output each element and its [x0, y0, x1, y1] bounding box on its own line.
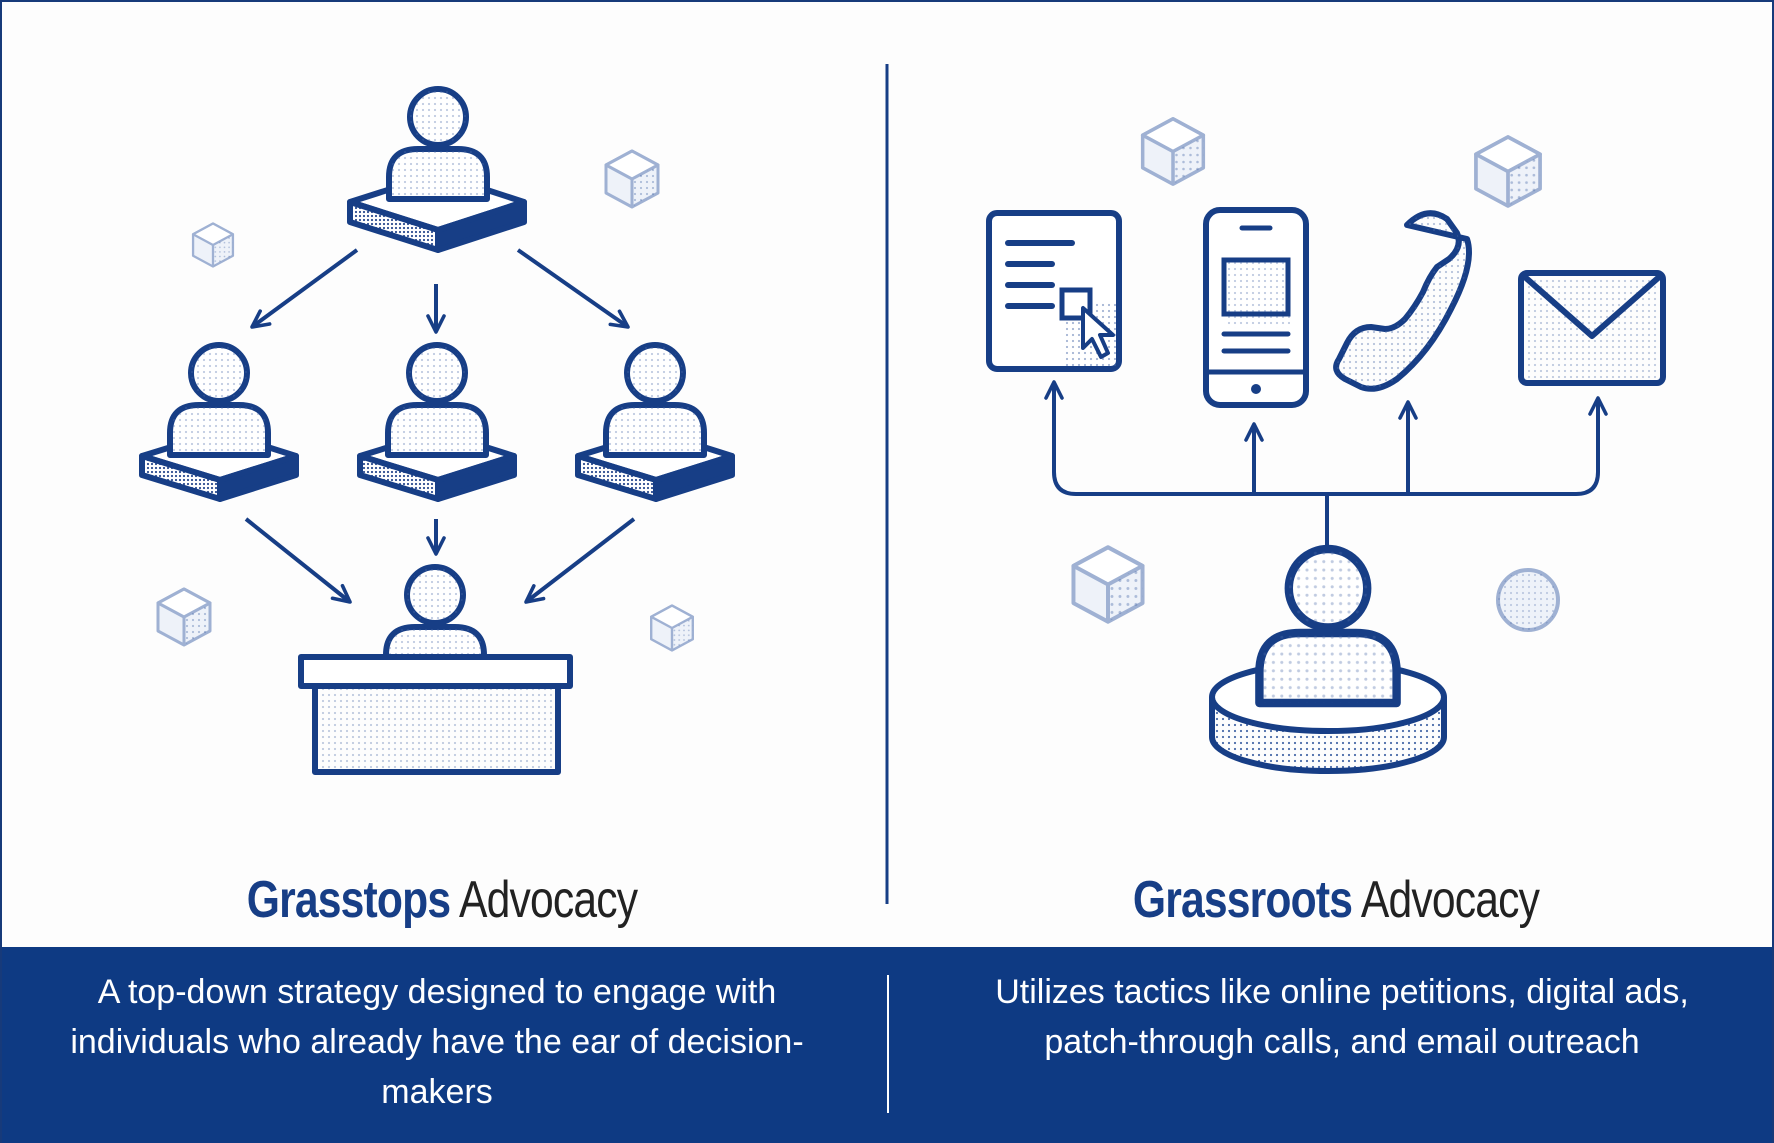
- cube-icon: [1140, 117, 1206, 186]
- grasstops-hierarchy: [139, 89, 735, 775]
- email-envelope-icon: [1518, 270, 1666, 386]
- arrow-left-to-desk: [244, 517, 352, 604]
- cube-icon: [604, 149, 660, 209]
- grassroots-title-rest: Advocacy: [1360, 871, 1540, 929]
- arrow-top-to-left: [250, 248, 359, 329]
- cube-icon: [1474, 135, 1542, 208]
- arrow-right-to-desk: [524, 517, 636, 604]
- right-decorations: [1071, 117, 1560, 632]
- grassroots-tactics: [986, 207, 1666, 774]
- illustration: [139, 64, 1666, 904]
- distribution-connector: [1044, 380, 1608, 550]
- decision-maker-desk: [298, 654, 573, 775]
- phone-call-icon: [1333, 210, 1472, 392]
- grasstops-title-rest: Advocacy: [458, 871, 638, 929]
- grasstops-title: Grasstops Advocacy: [81, 870, 803, 930]
- arrow-top-to-right: [516, 248, 630, 329]
- grassroots-description: Utilizes tactics like online petitions, …: [995, 973, 1689, 1061]
- right-influencer-icon: [606, 345, 704, 455]
- cube-icon: [191, 222, 235, 268]
- mobile-phone-icon: [1203, 207, 1309, 408]
- middle-influencer-icon: [388, 345, 486, 455]
- cube-icon: [156, 587, 212, 647]
- grassroots-title: Grassroots Advocacy: [975, 870, 1697, 930]
- left-influencer-icon: [170, 345, 268, 455]
- top-influencer-icon: [389, 89, 487, 199]
- footer-divider: [887, 975, 889, 1113]
- cube-icon: [1071, 545, 1145, 624]
- description-footer: A top-down strategy designed to engage w…: [2, 947, 1772, 1143]
- cube-icon: [649, 604, 695, 652]
- petition-form-icon: [986, 210, 1122, 372]
- grasstops-description: A top-down strategy designed to engage w…: [70, 973, 804, 1111]
- grassroots-organizer-icon: [1259, 549, 1396, 703]
- grassroots-title-accent: Grassroots: [1132, 871, 1353, 929]
- sphere-icon: [1496, 568, 1560, 632]
- grasstops-title-accent: Grasstops: [246, 871, 451, 929]
